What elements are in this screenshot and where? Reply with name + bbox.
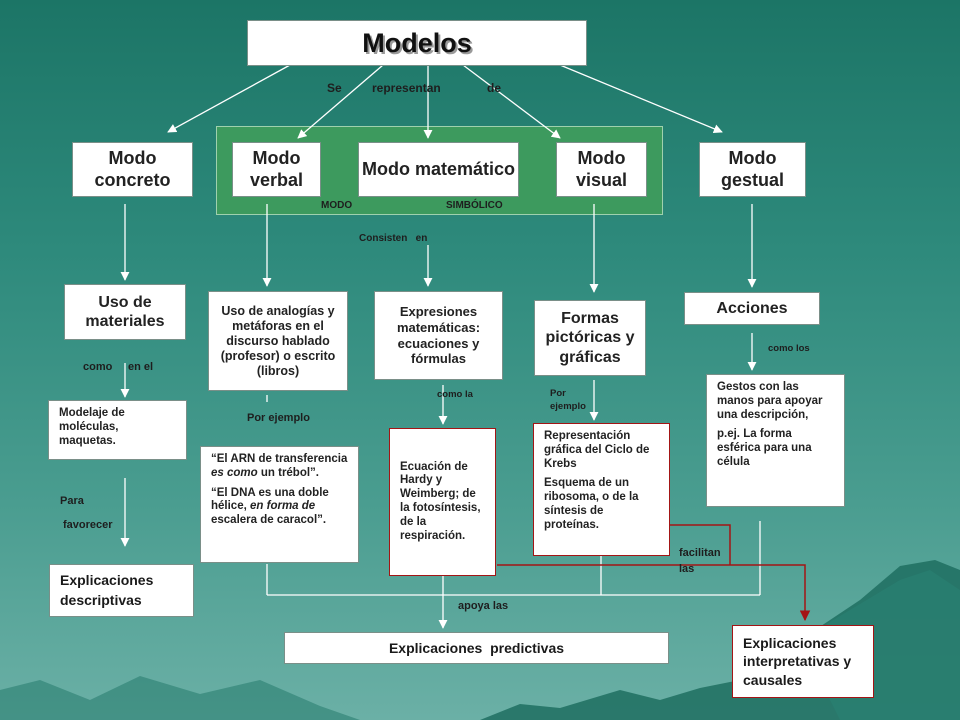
mode-gestual-text: Modo gestual [720, 147, 785, 190]
label-favorecer: favorecer [63, 519, 113, 531]
expresiones-text: Expresiones matemáticas: ecuaciones y fó… [396, 304, 481, 367]
arrow-to-concreto [167, 64, 291, 133]
label-modo: MODO [321, 200, 353, 211]
krebs-example: Representación gráfica del Ciclo de Kreb… [544, 430, 650, 470]
mode-matematico-box: Modo matemático [358, 142, 519, 197]
expresiones-box: Expresiones matemáticas: ecuaciones y fó… [374, 291, 503, 380]
modelaje-box: Modelaje de moléculas, maquetas. [48, 400, 187, 460]
ecuacion-text: Ecuación de Hardy y Weimberg; de la foto… [400, 460, 481, 542]
interpretativas-text: Explicaciones interpretativas y causales [743, 635, 852, 688]
mode-verbal-text: Modo verbal [249, 147, 304, 190]
label-como: como [83, 361, 113, 373]
gestos-example: Gestos con las manos para apoyar una des… [717, 381, 823, 421]
mode-matematico-text: Modo matemático [361, 158, 516, 179]
mode-verbal-box: Modo verbal [232, 142, 321, 197]
ribosoma-example: Esquema de un ribosoma, o de la síntesis… [544, 477, 639, 531]
acciones-box: Acciones [684, 292, 820, 325]
representacion-box: Representación gráfica del Ciclo de Kreb… [533, 423, 670, 556]
acciones-text: Acciones [716, 299, 788, 317]
modelaje-text: Modelaje de moléculas, maquetas. [59, 407, 125, 447]
analogias-text: Uso de analogías y metáforas en el discu… [220, 303, 336, 378]
arrow-to-verbal [297, 64, 384, 139]
descriptivas-box: Explicaciones descriptivas [49, 564, 194, 617]
arrow-to-gestual [559, 64, 723, 134]
label-en-el: en el [128, 361, 154, 373]
title-box: Modelos [247, 20, 587, 66]
analogy-examples-box: “El ARN de transferencia es como un tréb… [200, 446, 359, 563]
mode-concreto-box: Modo concreto [72, 142, 193, 197]
label-por-ejemplo-verbal: Por ejemplo [247, 412, 310, 424]
gestos-box: Gestos con las manos para apoyar una des… [706, 374, 845, 507]
mode-visual-text: Modo visual [575, 147, 628, 190]
mode-visual-box: Modo visual [556, 142, 647, 197]
label-para: Para [60, 495, 84, 507]
uso-materiales-box: Uso de materiales [64, 284, 186, 340]
arrow-to-visual [462, 64, 561, 139]
label-se: Se [327, 81, 342, 95]
label-representan: representan [372, 81, 441, 95]
interpretativas-box: Explicaciones interpretativas y causales [732, 625, 874, 698]
arn-example: “El ARN de transferencia es como un tréb… [211, 453, 348, 479]
descriptivas-text: Explicaciones descriptivas [60, 571, 154, 608]
formas-text: Formas pictóricas y gráficas [545, 310, 635, 366]
predictivas-box: Explicaciones predictivas [284, 632, 669, 664]
mode-concreto-text: Modo concreto [94, 147, 171, 190]
label-apoya-las: apoya las [458, 600, 509, 612]
label-como-los: como los [768, 343, 810, 354]
uso-materiales-text: Uso de materiales [85, 293, 165, 330]
title-text: Modelos [362, 27, 472, 58]
label-consisten-en: Consisten en [359, 233, 428, 244]
predictivas-text: Explicaciones predictivas [388, 639, 565, 656]
analogias-box: Uso de analogías y metáforas en el discu… [208, 291, 348, 391]
mode-gestual-box: Modo gestual [699, 142, 806, 197]
dna-example: “El DNA es una doble hélice, en forma de… [211, 486, 329, 527]
label-simbolico: SIMBÓLICO [446, 200, 503, 211]
label-las: las [679, 563, 695, 575]
label-facilitan: facilitan [679, 547, 721, 559]
formas-box: Formas pictóricas y gráficas [534, 300, 646, 376]
celula-example: p.ej. La forma esférica para una célula [717, 428, 812, 468]
label-por: Por [550, 388, 566, 399]
label-de: de [487, 81, 502, 95]
label-como-la: como la [437, 389, 473, 400]
ecuacion-box: Ecuación de Hardy y Weimberg; de la foto… [389, 428, 496, 576]
label-ejemplo: ejemplo [550, 401, 586, 412]
